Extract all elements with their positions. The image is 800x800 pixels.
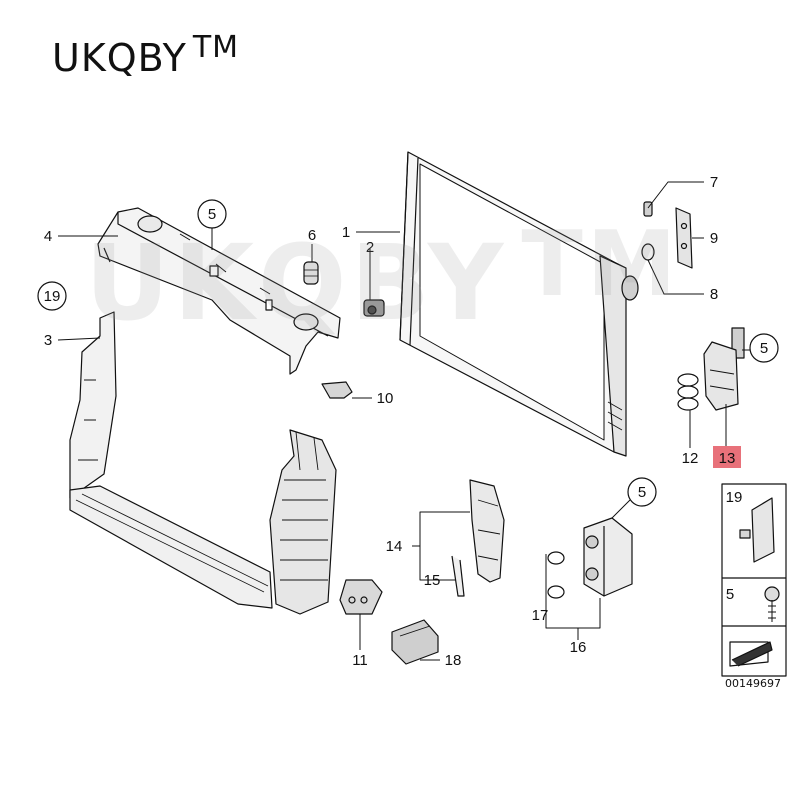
callout-2[interactable]: 2 <box>366 239 374 256</box>
callout-5-cooler[interactable]: 5 <box>638 484 646 501</box>
brand-trademark: TM <box>192 30 240 65</box>
small-fittings-parts[interactable] <box>641 201 693 269</box>
connector-part[interactable] <box>363 299 385 317</box>
callout-5-right[interactable]: 5 <box>760 340 768 357</box>
diagram-number: 00149697 <box>725 677 781 690</box>
mounting-bracket-part[interactable] <box>339 579 383 615</box>
radiator-part[interactable] <box>399 151 639 457</box>
callout-9[interactable]: 9 <box>710 230 718 247</box>
oil-cooler-part[interactable] <box>547 517 633 599</box>
callout-8[interactable]: 8 <box>710 286 718 303</box>
cooler-housing-part[interactable] <box>677 327 745 411</box>
callout-4[interactable]: 4 <box>44 228 52 245</box>
front-carrier-frame-part[interactable] <box>69 311 337 615</box>
callout-18[interactable]: 18 <box>445 652 462 669</box>
clip-part[interactable] <box>321 381 353 399</box>
callout-12[interactable]: 12 <box>682 450 699 467</box>
callout-13[interactable]: 13 <box>719 450 736 467</box>
legend-key-19: 19 <box>726 489 743 506</box>
callout-5-upper[interactable]: 5 <box>208 206 216 223</box>
callout-1[interactable]: 1 <box>342 224 350 241</box>
air-duct-part[interactable] <box>451 479 505 597</box>
guide-block-part[interactable] <box>391 619 439 665</box>
callout-7[interactable]: 7 <box>710 174 718 191</box>
callout-10[interactable]: 10 <box>377 390 394 407</box>
callout-3[interactable]: 3 <box>44 332 52 349</box>
brand-name: UKQBY <box>52 36 187 80</box>
legend-icons <box>729 497 780 667</box>
callout-19[interactable]: 19 <box>44 288 61 305</box>
upper-support-bracket-part[interactable] <box>97 207 341 375</box>
callout-11[interactable]: 11 <box>352 652 368 669</box>
rubber-mount-part[interactable] <box>303 261 319 285</box>
callout-17[interactable]: 17 <box>532 607 549 624</box>
callout-16[interactable]: 16 <box>570 639 587 656</box>
callout-14[interactable]: 14 <box>386 538 403 555</box>
callout-6[interactable]: 6 <box>308 227 316 244</box>
callout-15[interactable]: 15 <box>424 572 441 589</box>
legend-key-5: 5 <box>726 586 734 603</box>
